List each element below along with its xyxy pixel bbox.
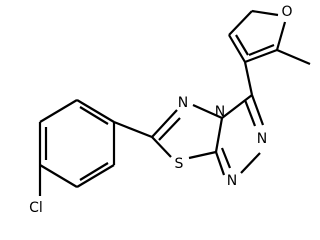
bond-triazole-2 — [250, 94, 265, 126]
atom-chlorine: Cl — [29, 200, 43, 216]
bond-triazole-1 — [221, 94, 253, 119]
bond-furan-3 — [251, 9, 279, 17]
bond-triazole-4 — [214, 151, 226, 176]
bond-phenyl-6 — [39, 99, 78, 123]
bond-layer — [38, 9, 311, 196]
bond-thiadiazole-5 — [151, 136, 172, 158]
bond-furan-5 — [228, 34, 246, 63]
molecule-structure: O N N N N S Cl — [29, 4, 311, 216]
bond-phenyl-3 — [76, 164, 115, 188]
atom-oxygen: O — [281, 4, 292, 20]
bond-triazole-furan — [243, 61, 254, 96]
atom-label-layer: O N N N N S Cl — [29, 4, 292, 216]
atom-sulfur: S — [175, 156, 184, 172]
bond-furan-2 — [275, 21, 287, 51]
bond-thiadiazole-1 — [151, 109, 178, 138]
bond-methyl — [276, 48, 311, 66]
bond-furan-1 — [244, 48, 278, 64]
bond-thiadiazole-4 — [188, 150, 217, 160]
bond-phenyl-inner-3 — [79, 106, 109, 125]
bond-thiadiazole-3 — [214, 117, 224, 153]
bond-triazole-3 — [240, 152, 261, 174]
bond-triazole-2-double — [243, 99, 257, 127]
atom-nitrogen-bottom: N — [227, 173, 237, 189]
bond-furan-4 — [228, 10, 253, 36]
bond-thiadiazole-1-double — [158, 117, 181, 141]
bond-phenyl-thiadiazole — [113, 120, 153, 139]
bond-thiadiazole-2 — [192, 103, 223, 120]
bond-phenyl-inner-2 — [79, 162, 109, 181]
atom-nitrogen-right: N — [257, 131, 267, 147]
bond-triazole-4-double — [220, 147, 232, 169]
bond-phenyl-5 — [76, 99, 115, 123]
bond-furan-1-double — [248, 43, 275, 57]
bond-phenyl-2 — [39, 164, 78, 188]
atom-nitrogen-top: N — [178, 95, 188, 111]
bond-furan-5-double — [235, 34, 249, 56]
atom-nitrogen-bridge: N — [215, 104, 225, 120]
